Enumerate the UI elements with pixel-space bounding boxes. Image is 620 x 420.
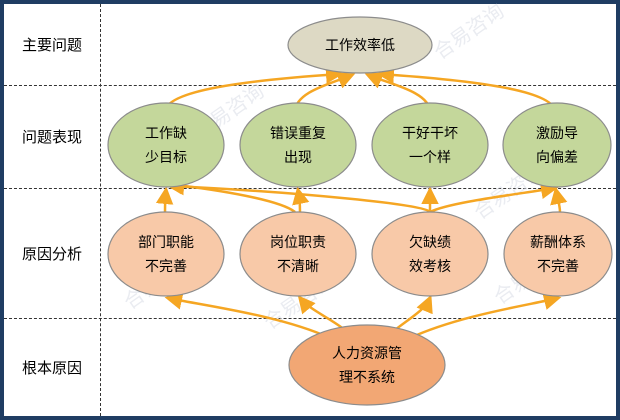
arrow-cause-3-to-symptom-4 bbox=[429, 181, 559, 214]
node-symptom-1: 工作缺 少目标 bbox=[107, 102, 225, 188]
node-symptom-1-shape bbox=[107, 102, 225, 188]
label-column-divider bbox=[100, 4, 101, 416]
row-divider-3 bbox=[4, 318, 616, 319]
node-symptom-4: 激励导 向偏差 bbox=[502, 102, 612, 188]
arrow-root-to-cause-2 bbox=[297, 295, 346, 331]
node-cause-4-line-1: 薪酬体系 bbox=[530, 235, 586, 251]
node-symptom-2: 错误重复 出现 bbox=[239, 102, 357, 188]
node-cause-2: 岗位职责 不清晰 bbox=[239, 211, 357, 297]
arrow-cause-4-to-symptom-4 bbox=[550, 186, 568, 213]
node-cause-2-line-1: 岗位职责 bbox=[270, 235, 326, 251]
arrow-cause-2-to-symptom-2 bbox=[292, 186, 310, 213]
row-divider-2 bbox=[4, 188, 616, 189]
node-cause-4-shape bbox=[503, 211, 613, 297]
row-label-symptoms: 问题表现 bbox=[21, 128, 82, 146]
arrow-root-to-cause-4 bbox=[409, 292, 562, 340]
node-cause-2-line-2: 不清晰 bbox=[277, 259, 319, 275]
node-top: 工作效率低 bbox=[287, 16, 433, 74]
arrow-cause-3-to-symptom-1 bbox=[166, 177, 432, 214]
node-cause-4-line-2: 不完善 bbox=[537, 259, 579, 275]
node-cause-2-shape bbox=[239, 211, 357, 297]
node-symptom-2-line-2: 出现 bbox=[284, 150, 312, 166]
node-symptom-1-line-2: 少目标 bbox=[145, 150, 187, 166]
node-symptom-3-shape bbox=[371, 102, 489, 188]
arrow-cause-1-to-symptom-1 bbox=[155, 186, 174, 213]
node-symptom-4-line-2: 向偏差 bbox=[536, 150, 578, 166]
node-symptom-4-line-1: 激励导 bbox=[536, 125, 578, 142]
watermark-text: 合易咨询 bbox=[429, 0, 508, 64]
node-root-shape bbox=[288, 324, 446, 406]
arrow-root-to-cause-3 bbox=[394, 294, 433, 331]
row-divider-1 bbox=[4, 85, 616, 86]
node-cause-1-shape bbox=[107, 211, 225, 297]
node-symptom-2-shape bbox=[239, 102, 357, 188]
node-cause-4: 薪酬体系 不完善 bbox=[503, 211, 613, 297]
node-root-line-2: 理不系统 bbox=[339, 370, 395, 386]
node-symptom-4-shape bbox=[502, 102, 612, 188]
node-symptom-3: 干好干坏 一个样 bbox=[371, 102, 489, 188]
node-root: 人力资源管 理不系统 bbox=[288, 324, 446, 406]
node-cause-1-line-2: 不完善 bbox=[145, 259, 187, 275]
arrow-root-to-cause-1 bbox=[164, 292, 331, 340]
node-top-shape bbox=[287, 16, 433, 74]
row-label-root: 根本原因 bbox=[21, 358, 82, 377]
node-cause-1: 部门职能 不完善 bbox=[107, 211, 225, 297]
row-label-causes: 原因分析 bbox=[21, 244, 82, 263]
node-cause-1-line-1: 部门职能 bbox=[138, 235, 194, 251]
node-cause-3-line-1: 欠缺绩 bbox=[409, 235, 451, 251]
node-cause-3-shape bbox=[371, 211, 489, 297]
node-symptom-3-line-2: 一个样 bbox=[409, 150, 451, 166]
node-symptom-2-line-1: 错误重复 bbox=[270, 125, 326, 142]
node-cause-3-line-2: 效考核 bbox=[409, 259, 451, 275]
node-symptom-3-line-1: 干好干坏 bbox=[402, 126, 458, 142]
row-label-main-problem: 主要问题 bbox=[21, 36, 82, 54]
node-root-line-1: 人力资源管 bbox=[332, 346, 402, 362]
node-symptom-1-line-1: 工作缺 bbox=[145, 126, 187, 142]
node-cause-3: 欠缺绩 效考核 bbox=[371, 211, 489, 297]
node-top-line-1: 工作效率低 bbox=[325, 37, 395, 54]
